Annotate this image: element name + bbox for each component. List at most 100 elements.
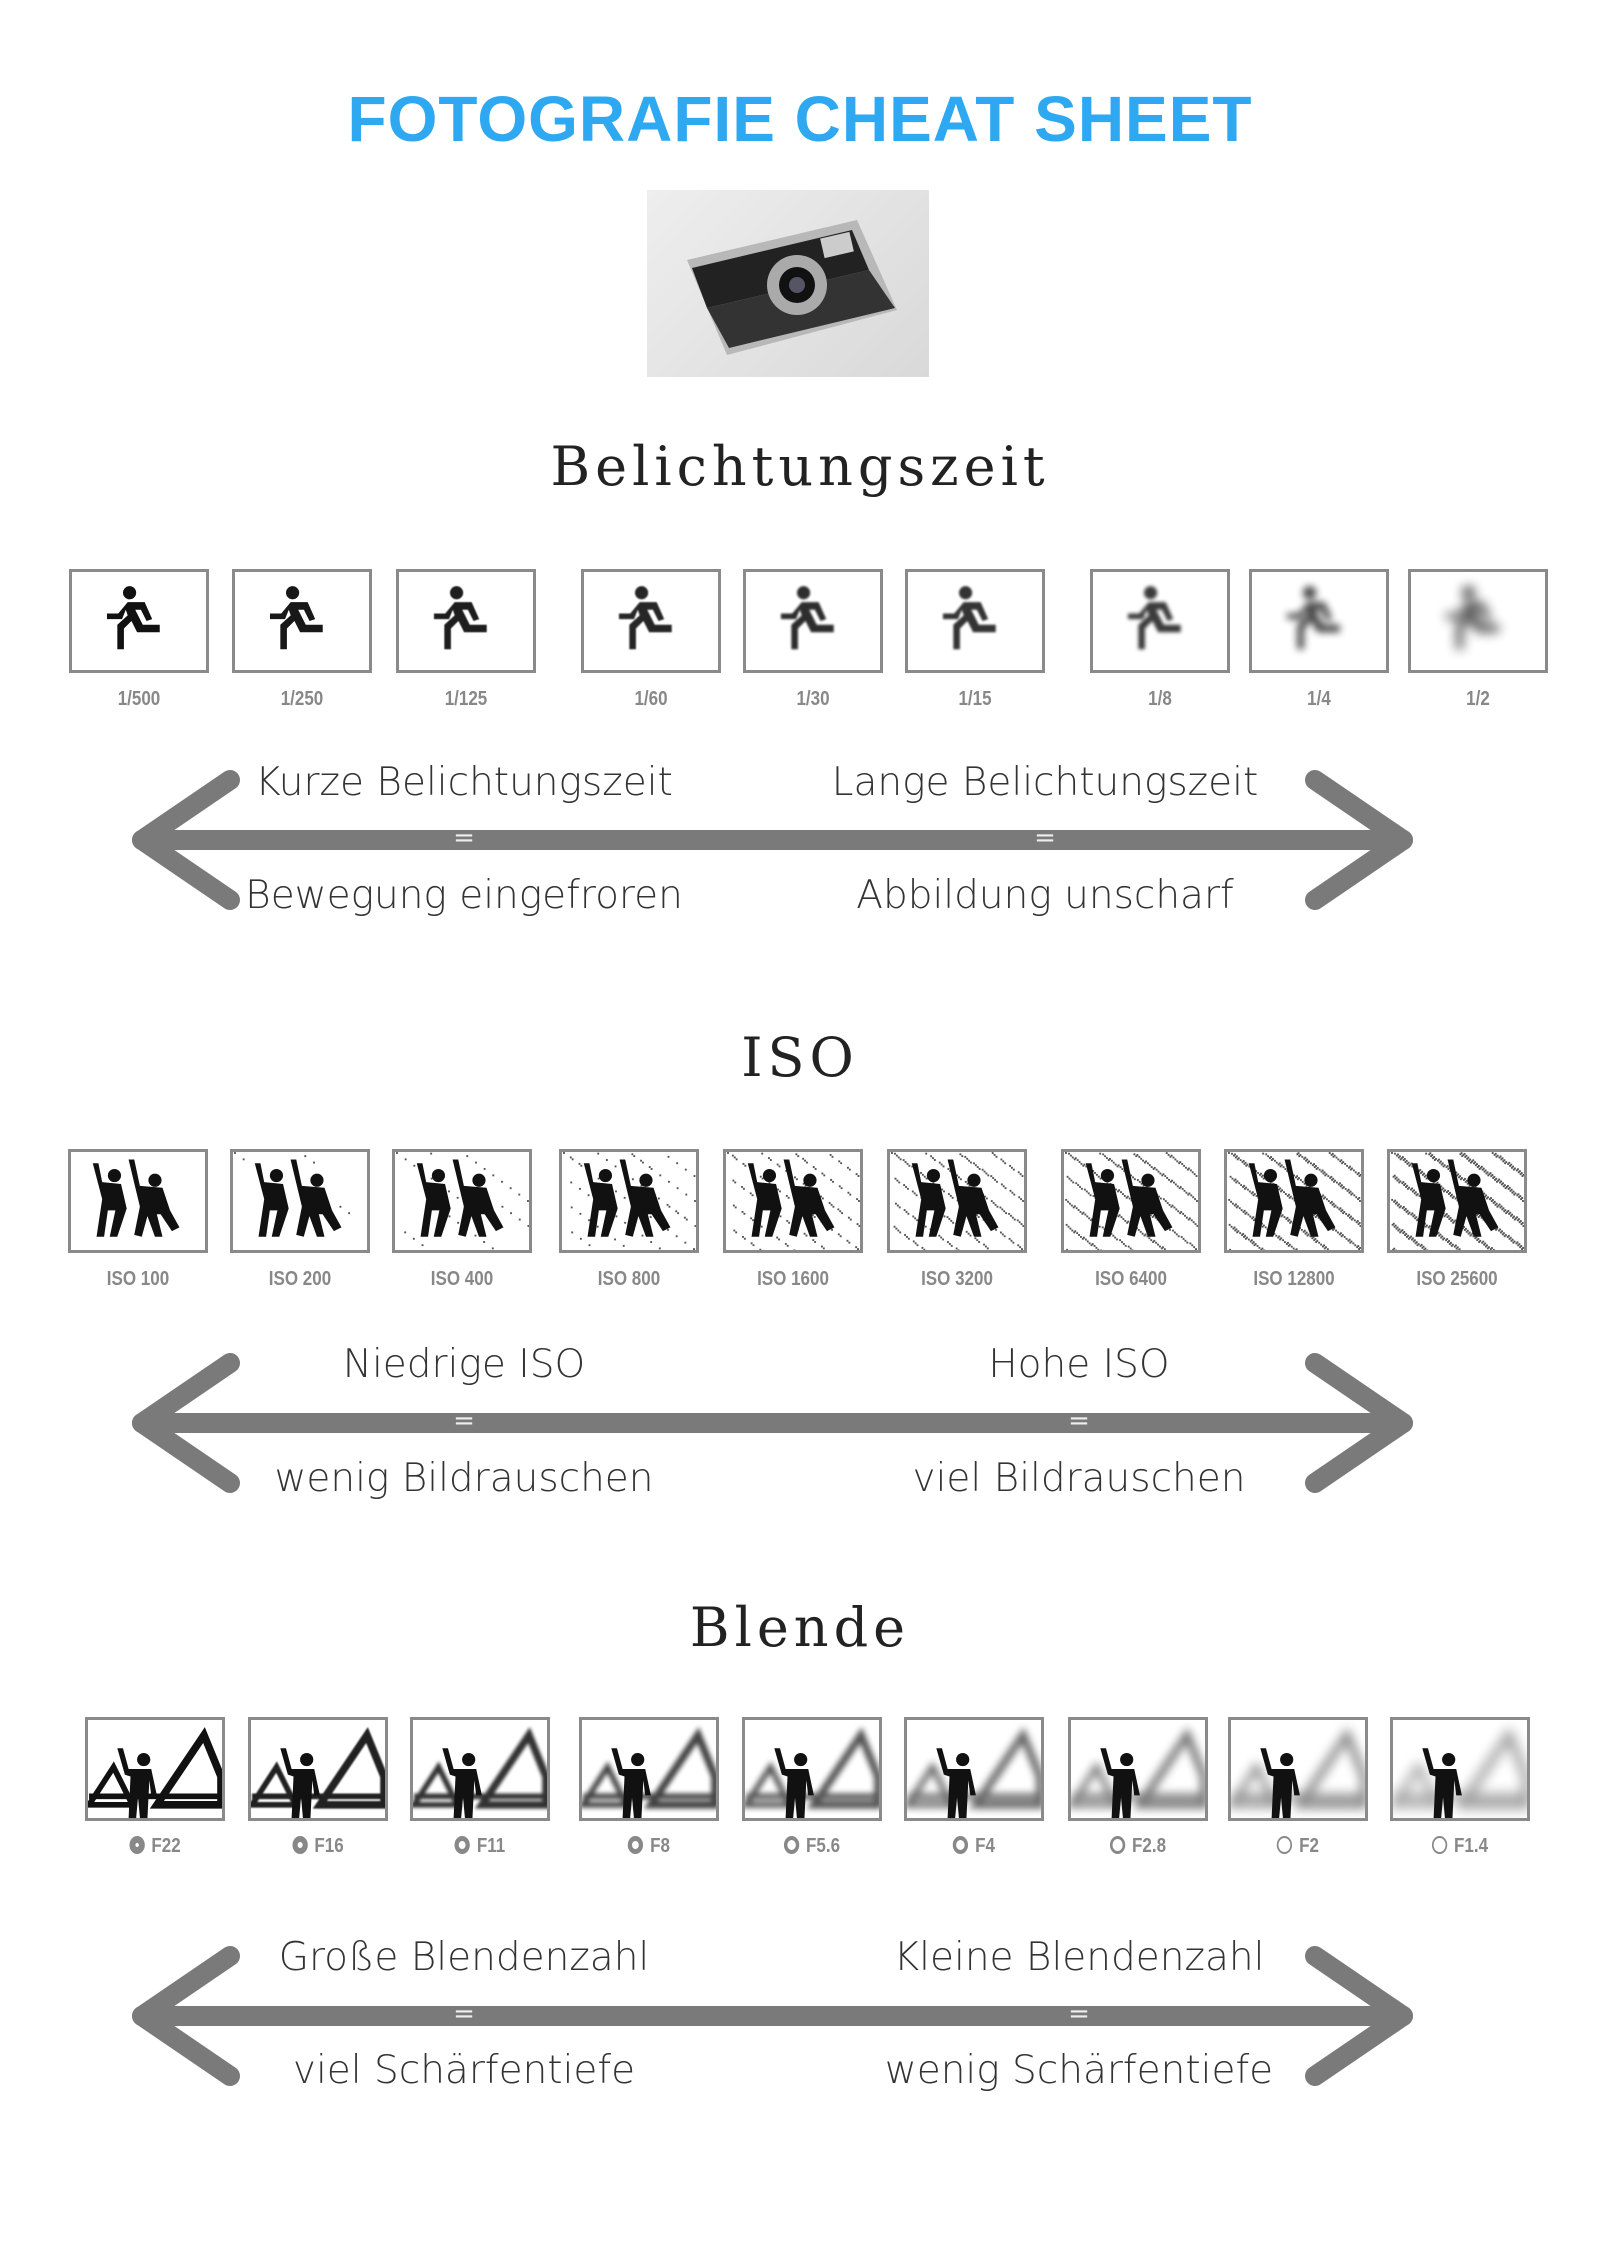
dancers-icon <box>1065 1152 1198 1250</box>
runner-icon <box>269 586 323 650</box>
section-heading: Blende <box>689 1596 911 1659</box>
page-title: FOTOGRAFIE CHEAT SHEET <box>347 83 1253 155</box>
equals-sign: = <box>1068 1999 1090 2029</box>
right-bottom-text: Abbildung unscharf <box>856 873 1234 918</box>
tile-label: F8 <box>590 1835 709 1858</box>
tile-label: F5.6 <box>753 1835 872 1858</box>
equals-sign: = <box>453 1999 475 2029</box>
double-arrow-icon <box>132 770 1413 910</box>
mountain-person-tile <box>248 1717 388 1821</box>
mountain-person-icon <box>1393 1727 1527 1818</box>
aperture-ring-icon <box>628 1836 644 1854</box>
right-bottom-text: wenig Schärfentiefe <box>884 2048 1274 2093</box>
dancers-tile <box>723 1149 863 1253</box>
section-heading: Belichtungszeit <box>550 435 1050 498</box>
aperture-ring-icon <box>1431 1836 1448 1854</box>
tile-label: 1/30 <box>796 688 830 710</box>
dancers-icon <box>563 1152 696 1250</box>
dancers-tile <box>68 1149 208 1253</box>
right-bottom-text: viel Bildrauschen <box>912 1456 1246 1501</box>
tile-label: ISO 1600 <box>757 1268 829 1290</box>
tile-label: 1/4 <box>1307 688 1331 710</box>
tile-label: 1/500 <box>117 688 161 710</box>
runner-icon <box>942 586 996 650</box>
dancers-icon <box>1228 1152 1361 1250</box>
dancers-tile <box>1224 1149 1364 1253</box>
runner-icon <box>780 586 834 650</box>
dancers-tile <box>887 1149 1027 1253</box>
tile-label: F2 <box>1239 1835 1358 1858</box>
tile-label: F11 <box>421 1835 540 1858</box>
tile-label: ISO 100 <box>106 1268 170 1290</box>
section-heading: ISO <box>741 1026 859 1089</box>
tile-label: ISO 200 <box>268 1268 332 1290</box>
tile-label: 1/250 <box>280 688 324 710</box>
mountain-person-icon <box>907 1727 1041 1818</box>
dancers-tile <box>392 1149 532 1253</box>
left-bottom-text: Bewegung eingefroren <box>245 873 683 918</box>
left-bottom-text: wenig Bildrauschen <box>274 1456 654 1501</box>
tile-label: 1/125 <box>444 688 488 710</box>
tile-label: ISO 6400 <box>1095 1268 1167 1290</box>
tile-label: F2.8 <box>1079 1835 1198 1858</box>
tile-label: F1.4 <box>1401 1835 1520 1858</box>
dancers-tile <box>1061 1149 1201 1253</box>
dancers-icon <box>1391 1152 1524 1250</box>
runner-tile <box>69 569 209 673</box>
runner-tile <box>232 569 372 673</box>
dancers-icon <box>234 1152 351 1237</box>
runner-icon <box>1127 586 1181 650</box>
mountain-person-icon <box>582 1727 716 1818</box>
tile-label: 1/15 <box>958 688 992 710</box>
runner-icon <box>1286 586 1340 650</box>
runner-tile <box>905 569 1045 673</box>
dancers-tile <box>230 1149 370 1253</box>
aperture-ring-icon <box>953 1836 969 1854</box>
aperture-ring-icon <box>1109 1836 1126 1854</box>
aperture-ring-icon <box>292 1836 308 1854</box>
runner-tile <box>1408 569 1548 673</box>
tile-label: ISO 3200 <box>921 1268 993 1290</box>
left-bottom-text: viel Schärfentiefe <box>292 2048 636 2093</box>
mountain-person-icon <box>88 1727 222 1818</box>
runner-icon <box>1445 586 1499 650</box>
equals-sign: = <box>453 823 475 853</box>
mountain-person-tile <box>904 1717 1044 1821</box>
tile-label: 1/2 <box>1466 688 1490 710</box>
runner-tile <box>1090 569 1230 673</box>
right-top-text: Lange Belichtungszeit <box>831 760 1259 805</box>
tile-label: F22 <box>96 1835 215 1858</box>
tile-label: ISO 12800 <box>1253 1268 1335 1290</box>
tile-label: 1/8 <box>1148 688 1172 710</box>
runner-tile <box>1249 569 1389 673</box>
right-top-text: Hohe ISO <box>988 1342 1170 1387</box>
runner-icon <box>433 586 487 650</box>
dancers-tile <box>1387 1149 1527 1253</box>
dancers-tile <box>559 1149 699 1253</box>
mountain-person-tile <box>579 1717 719 1821</box>
right-top-text: Kleine Blendenzahl <box>893 1935 1265 1980</box>
mountain-person-tile <box>742 1717 882 1821</box>
left-top-text: Niedrige ISO <box>342 1342 586 1387</box>
left-top-text: Große Blendenzahl <box>278 1935 650 1980</box>
mountain-person-tile <box>1228 1717 1368 1821</box>
tile-label: ISO 25600 <box>1416 1268 1498 1290</box>
runner-icon <box>106 586 160 650</box>
mountain-person-tile <box>1068 1717 1208 1821</box>
dancers-icon <box>396 1152 529 1250</box>
aperture-ring-icon <box>783 1836 800 1854</box>
dancers-icon <box>727 1152 860 1250</box>
runner-tile <box>743 569 883 673</box>
tile-label: F16 <box>259 1835 378 1858</box>
mountain-person-tile <box>85 1717 225 1821</box>
camera-photo <box>647 190 929 377</box>
dancers-icon <box>92 1159 180 1237</box>
tile-label: ISO 400 <box>430 1268 494 1290</box>
aperture-ring-icon <box>454 1836 471 1854</box>
double-arrow-icon <box>132 1946 1413 2086</box>
tile-label: F4 <box>915 1835 1034 1858</box>
runner-tile <box>396 569 536 673</box>
dancers-icon <box>891 1152 1024 1250</box>
tile-label: ISO 800 <box>597 1268 661 1290</box>
tile-label: 1/60 <box>634 688 668 710</box>
